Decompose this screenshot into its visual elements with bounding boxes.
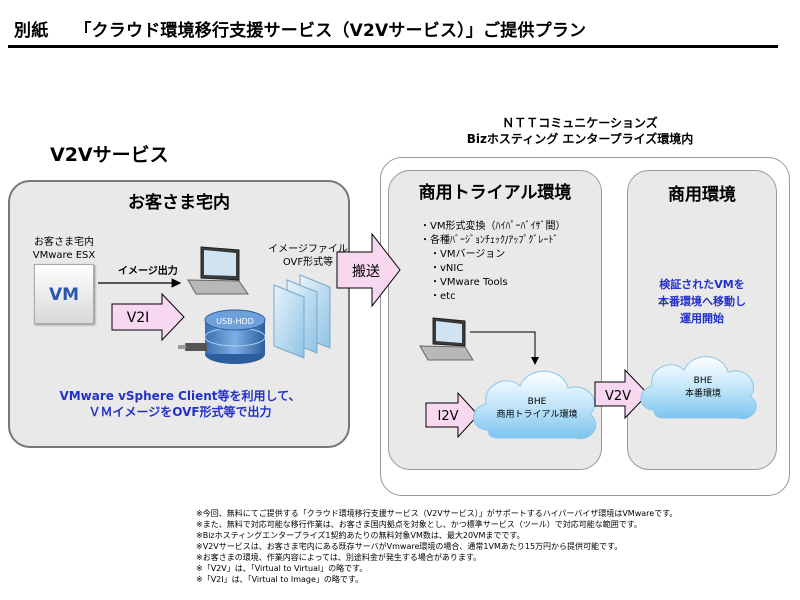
ntt-company: ＮＴＴコミュニケーションズ xyxy=(502,116,658,130)
usb-hdd-icon: USB-HDD xyxy=(178,309,266,364)
footnote-item: ※「V2I」は、「Virtual to Image」の略です。 xyxy=(196,575,364,584)
transport-arrow: 搬送 xyxy=(336,232,401,308)
footnote-item: ※「V2V」は、「Virtual to Virtual」の略です。 xyxy=(196,564,368,573)
title-prefix: 別紙 xyxy=(14,21,49,41)
trial-cloud-icon: BHE 商用トライアル環境 xyxy=(473,370,597,440)
i2v-arrow: I2V xyxy=(425,391,479,439)
ovf-label-line1: イメージファイル xyxy=(268,244,348,255)
production-environment-panel xyxy=(627,170,777,470)
service-label: V2Vサービス xyxy=(50,144,169,166)
title-divider xyxy=(8,45,778,48)
feature-item: ・VMバージョン xyxy=(420,249,506,260)
laptop-icon xyxy=(187,246,249,295)
production-description-line2: 本番環境へ移動し xyxy=(658,295,746,308)
feature-item: ・etc xyxy=(420,291,456,302)
export-label: イメージ出力 xyxy=(118,266,178,277)
v2i-label: V2I xyxy=(127,310,150,326)
trial-feature-list: ・VM形式変換（ﾊｲﾊﾟｰﾊﾞｲｻﾞ間） ・各種ﾊﾞｰｼﾞｮﾝﾁｪｯｸ/ｱｯﾌﾟ… xyxy=(420,220,565,304)
i2v-label: I2V xyxy=(438,409,459,424)
customer-description: VMware vSphere Client等を利用して、 ＶＭイメージをOVF形… xyxy=(20,388,340,420)
ovf-file-stack-icon xyxy=(273,274,331,359)
ntt-platform: Bizホスティング エンタープライズ環境内 xyxy=(466,132,694,146)
ovf-label-line2: OVF形式等 xyxy=(282,257,334,268)
feature-item: ・VMware Tools xyxy=(420,277,508,288)
trial-laptop-icon xyxy=(419,317,474,361)
transport-label: 搬送 xyxy=(352,264,380,280)
page-title: 別紙 「クラウド環境移行支援サービス（V2Vサービス）」ご提供プラン xyxy=(14,16,586,41)
vm-icon-label: VM xyxy=(48,285,80,305)
trial-cloud-line2: 商用トライアル環境 xyxy=(497,408,578,420)
footnote-item: ※また、無料で対応可能な移行作業は、お客さま国内拠点を対象とし、かつ標準サービス… xyxy=(196,520,642,529)
esx-label: お客さま宅内 VMware ESX xyxy=(14,236,114,262)
usb-hdd-label: USB-HDD xyxy=(216,317,254,326)
customer-description-line1: VMware vSphere Client等を利用して、 xyxy=(59,389,301,403)
footnotes: ※今回、無料にてご提供する「クラウド環境移行支援サービス（V2Vサービス）」がサ… xyxy=(196,508,677,585)
laptop-to-cloud-arrow xyxy=(470,331,539,365)
vm-icon: VM xyxy=(34,264,94,324)
production-description: 検証されたVMを 本番環境へ移動し 運用開始 xyxy=(627,276,777,327)
feature-item: ・各種ﾊﾞｰｼﾞｮﾝﾁｪｯｸ/ｱｯﾌﾟｸﾞﾚｰﾄﾞ xyxy=(420,235,559,246)
v2v-label: V2V xyxy=(605,389,631,404)
feature-item: ・vNIC xyxy=(420,263,464,274)
esx-label-line1: お客さま宅内 xyxy=(34,237,94,248)
footnote-item: ※V2Vサービスは、お客さま宅内にある既存サーバがVmware環境の場合、通常1… xyxy=(196,542,623,551)
production-cloud-icon: BHE 本番環境 xyxy=(640,356,757,420)
v2i-arrow: V2I xyxy=(111,292,185,342)
trial-environment-title: 商用トライアル環境 xyxy=(418,183,572,203)
footnote-item: ※お客さまの環境、作業内容によっては、別途料金が発生する場合があります。 xyxy=(196,553,482,562)
feature-item: ・VM形式変換（ﾊｲﾊﾟｰﾊﾞｲｻﾞ間） xyxy=(420,221,566,232)
production-cloud-line1: BHE xyxy=(694,376,713,386)
esx-label-line2: VMware ESX xyxy=(32,250,96,261)
footnote-item: ※Bizホスティングエンタープライズ1契約あたりの無料対象VM数は、最大20VM… xyxy=(196,531,525,540)
production-environment-title: 商用環境 xyxy=(668,185,736,205)
production-description-line1: 検証されたVMを xyxy=(659,278,745,291)
footnote-item: ※今回、無料にてご提供する「クラウド環境移行支援サービス（V2Vサービス）」がサ… xyxy=(196,509,678,518)
production-cloud-line2: 本番環境 xyxy=(685,387,721,399)
production-description-line3: 運用開始 xyxy=(680,312,724,325)
v2v-arrow: V2V xyxy=(594,368,649,420)
customer-site-title: お客さま宅内 xyxy=(128,193,230,213)
ovf-label: イメージファイル OVF形式等 xyxy=(258,243,358,269)
customer-description-line2: ＶＭイメージをOVF形式等で出力 xyxy=(88,405,272,419)
trial-cloud-line1: BHE xyxy=(528,397,547,407)
ntt-header: ＮＴＴコミュニケーションズ Bizホスティング エンタープライズ環境内 xyxy=(440,115,720,147)
title-text: 「クラウド環境移行支援サービス（V2Vサービス）」ご提供プラン xyxy=(74,21,587,41)
